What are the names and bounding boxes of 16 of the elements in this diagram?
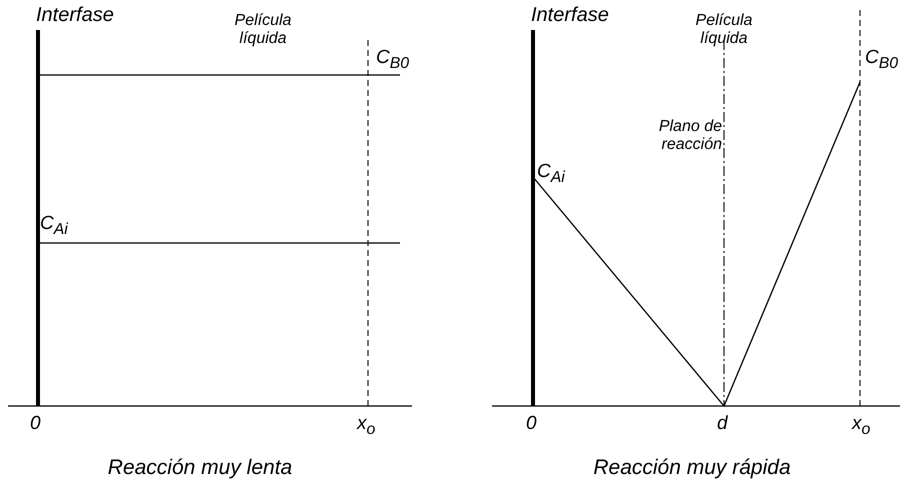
concentration-label: C$_{Ai}$ (537, 162, 565, 186)
concentration-label: C$_{B0}$ (376, 48, 410, 72)
interface-label: Interfase (531, 4, 609, 26)
film-label: Película líquida (234, 12, 292, 48)
axis-tick-label: 0 (526, 414, 537, 435)
axis-tick-label: d (717, 414, 728, 435)
axis-tick-label: 0 (30, 414, 41, 435)
interface-label: Interfase (36, 4, 114, 26)
concentration-label: C$_{B0}$ (865, 48, 898, 72)
panel-caption: Reacción muy lenta (106, 456, 294, 480)
film-label: Película líquida (694, 12, 754, 48)
reaction-plane-label: Plano de reacción (658, 118, 722, 154)
panel-caption: Reacción muy rápida (592, 456, 792, 480)
axis-tick-label: x$_{o}$ (852, 414, 870, 438)
concentration-label: C$_{Ai}$ (40, 214, 68, 238)
axis-tick-label: x$_{o}$ (357, 414, 376, 438)
